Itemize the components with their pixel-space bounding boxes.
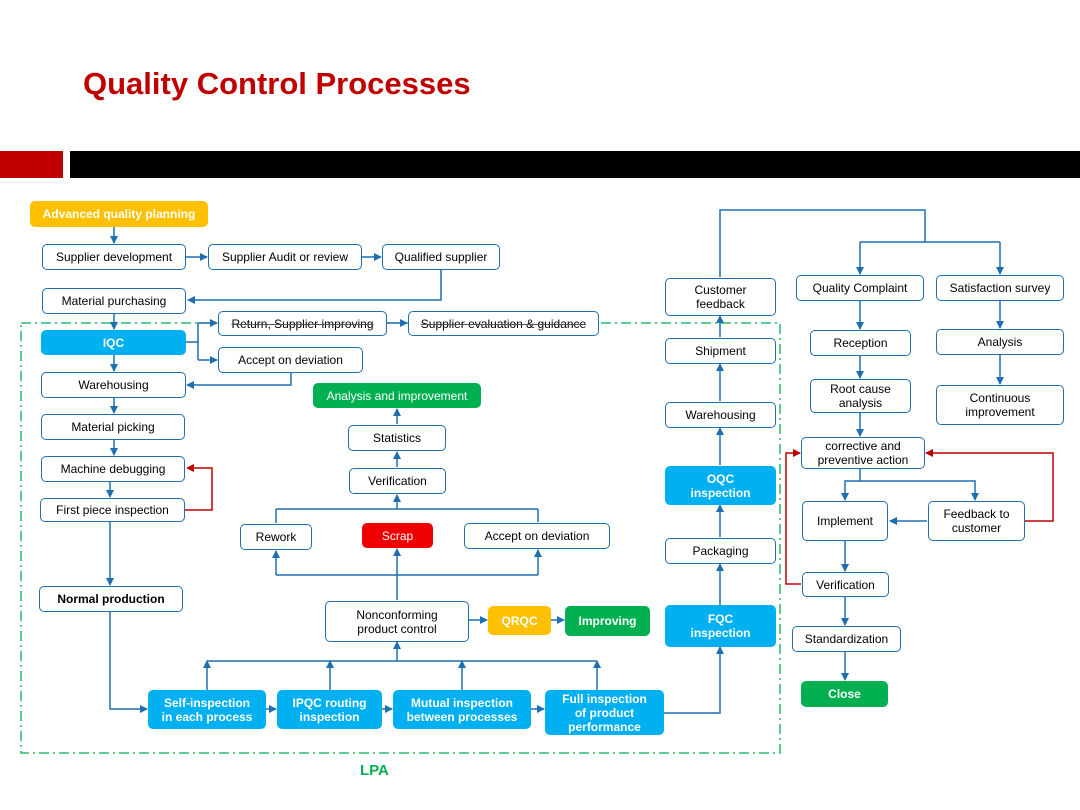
ipqc-routing-inspection-node: IPQC routing inspection — [277, 690, 382, 729]
qualified-supplier-node: Qualified supplier — [382, 244, 500, 270]
statistics-node: Statistics — [348, 425, 446, 451]
continuous-improvement-node: Continuous improvement — [936, 385, 1064, 425]
supplier-audit-node: Supplier Audit or review — [208, 244, 362, 270]
scrap-node: Scrap — [362, 523, 433, 548]
lpa-label: LPA — [360, 762, 389, 779]
customer-feedback-node: Customer feedback — [665, 278, 776, 316]
quality-complaint-node: Quality Complaint — [796, 275, 924, 301]
machine-debugging-node: Machine debugging — [41, 456, 185, 482]
oqc-inspection-node: OQC inspection — [665, 466, 776, 505]
return-supplier-improving-node: Return, Supplier improving — [218, 311, 387, 336]
full-inspection-node: Full inspection of product performance — [545, 690, 664, 735]
accept-on-deviation-mid-node: Accept on deviation — [464, 523, 610, 549]
self-inspection-node: Self-inspection in each process — [148, 690, 266, 729]
lpa-boundary — [20, 322, 781, 754]
supplier-development-node: Supplier development — [42, 244, 186, 270]
packaging-node: Packaging — [665, 538, 776, 564]
material-picking-node: Material picking — [41, 414, 185, 440]
header-accent-bar — [0, 151, 63, 178]
first-piece-inspection-node: First piece inspection — [40, 498, 185, 522]
iqc-node: IQC — [41, 330, 186, 355]
warehousing-out-node: Warehousing — [665, 402, 776, 428]
implement-node: Implement — [802, 501, 888, 541]
shipment-node: Shipment — [665, 338, 776, 364]
fqc-inspection-node: FQC inspection — [665, 605, 776, 647]
improving-node: Improving — [565, 606, 650, 636]
standardization-node: Standardization — [792, 626, 901, 652]
rework-node: Rework — [240, 524, 312, 550]
reception-node: Reception — [810, 330, 911, 356]
page-title: Quality Control Processes — [83, 66, 471, 101]
normal-production-node: Normal production — [39, 586, 183, 612]
feedback-to-customer-node: Feedback to customer — [928, 501, 1025, 541]
analysis-node: Analysis — [936, 329, 1064, 355]
corrective-preventive-action-node: corrective and preventive action — [801, 437, 925, 469]
advanced-quality-planning-node: Advanced quality planning — [30, 201, 208, 227]
supplier-evaluation-node: Supplier evaluation & guidance — [408, 311, 599, 336]
satisfaction-survey-node: Satisfaction survey — [936, 275, 1064, 301]
close-node: Close — [801, 681, 888, 707]
verification-right-node: Verification — [802, 572, 889, 597]
root-cause-analysis-node: Root cause analysis — [810, 379, 911, 413]
qrqc-node: QRQC — [488, 606, 551, 635]
mutual-inspection-node: Mutual inspection between processes — [393, 690, 531, 729]
analysis-and-improvement-node: Analysis and improvement — [313, 383, 481, 408]
nonconforming-product-control-node: Nonconforming product control — [325, 601, 469, 642]
accept-on-deviation-top-node: Accept on deviation — [218, 347, 363, 373]
verification-mid-node: Verification — [349, 468, 446, 494]
material-purchasing-node: Material purchasing — [42, 288, 186, 314]
header-divider-bar — [70, 151, 1080, 178]
warehousing-in-node: Warehousing — [41, 372, 186, 398]
